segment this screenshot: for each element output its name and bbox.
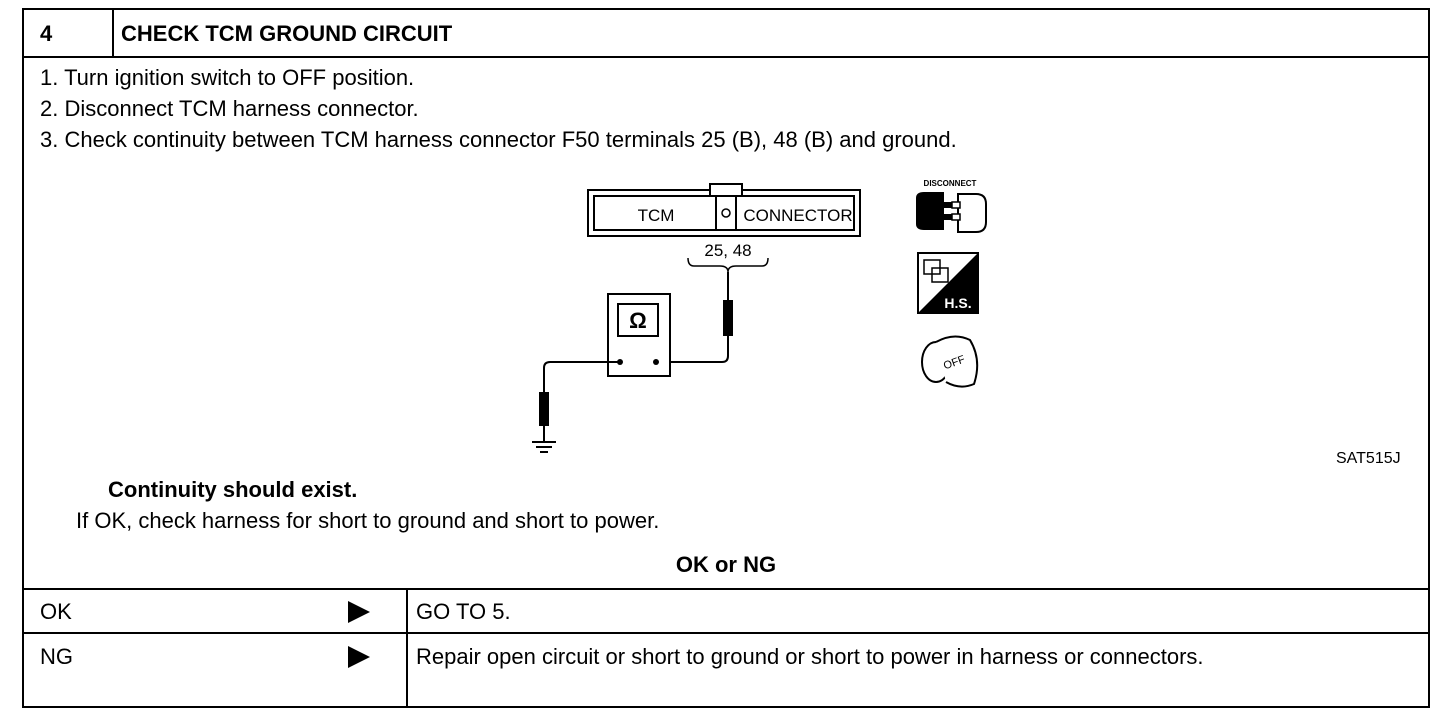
ohm-symbol: Ω: [629, 308, 647, 333]
instruction-step-2: 2. Disconnect TCM harness connector.: [40, 96, 419, 121]
step-number: 4: [40, 21, 53, 46]
terminal-brace: [687, 257, 769, 273]
decision-ng-action: Repair open circuit or short to ground o…: [416, 644, 1204, 669]
ground-icon: [532, 441, 556, 453]
arrow-right-icon: [348, 601, 370, 623]
decision-ng-label: NG: [40, 644, 73, 669]
disconnect-icon: [916, 192, 987, 233]
connector-label-tcm: TCM: [638, 206, 675, 225]
wiring-diagram: TCM CONNECTOR 25, 48 Ω DISCONNECT: [532, 179, 987, 453]
decision-ok-action: GO TO 5.: [416, 599, 511, 624]
arrow-right-icon: [348, 646, 370, 668]
disconnect-label: DISCONNECT: [924, 179, 977, 188]
probe-tip-connector: [723, 300, 733, 336]
decision-ok-label: OK: [40, 599, 72, 624]
header-rule: [24, 56, 1428, 58]
tcm-connector: TCM CONNECTOR: [587, 183, 861, 237]
decision-divider: [406, 588, 408, 706]
probe-wire-left: [543, 361, 620, 392]
decision-header: OK or NG: [675, 552, 777, 577]
decision-rule-top: [24, 588, 1428, 590]
instruction-step-1: 1. Turn ignition switch to OFF position.: [40, 65, 415, 90]
instruction-step-3: 3. Check continuity between TCM harness …: [40, 127, 957, 152]
probe-wire-right: [656, 336, 729, 363]
ignition-off-icon: OFF: [921, 335, 979, 388]
header-divider: [112, 10, 114, 56]
harness-side-icon: H.S.: [917, 252, 979, 314]
hs-label: H.S.: [944, 295, 971, 311]
decision-rule-middle: [24, 632, 1428, 634]
figure-code: SAT515J: [1336, 450, 1401, 467]
ohmmeter: Ω: [607, 293, 671, 377]
probe-tip-ground: [539, 392, 549, 426]
result-note: If OK, check harness for short to ground…: [76, 508, 660, 533]
connector-label-connector: CONNECTOR: [743, 206, 852, 225]
terminals-label: 25, 48: [704, 241, 751, 260]
procedure-table: 4 CHECK TCM GROUND CIRCUIT 1. Turn ignit…: [22, 8, 1430, 708]
expected-result: Continuity should exist.: [108, 477, 358, 502]
step-title: CHECK TCM GROUND CIRCUIT: [121, 21, 453, 46]
